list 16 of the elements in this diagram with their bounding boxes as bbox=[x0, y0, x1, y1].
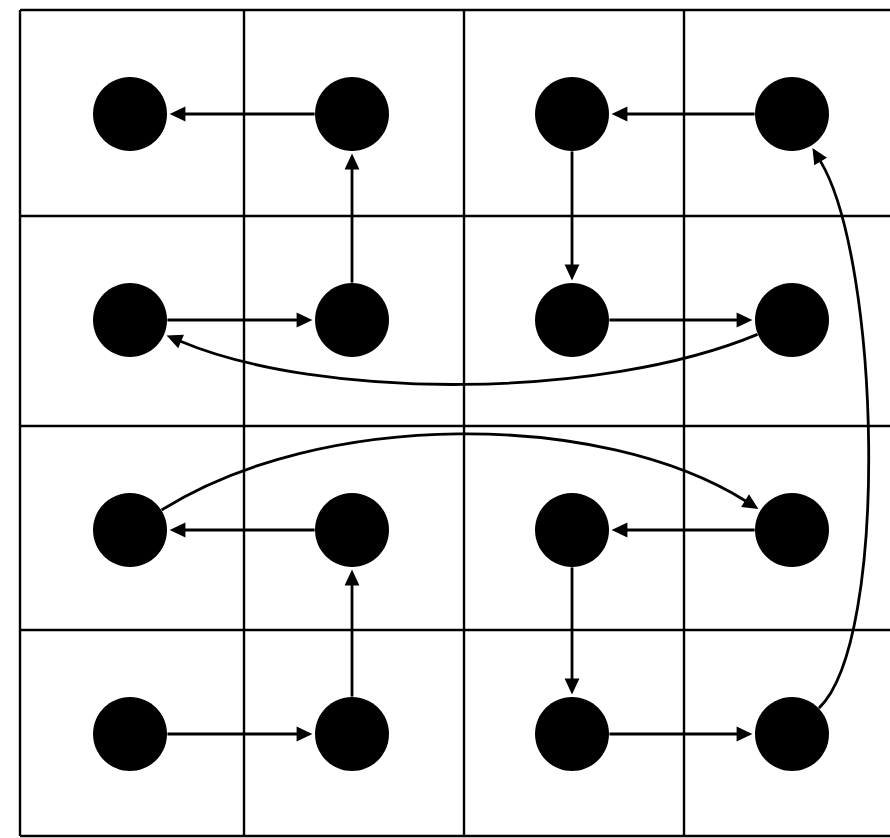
dot bbox=[93, 697, 167, 771]
dot bbox=[315, 77, 389, 151]
dot bbox=[535, 283, 609, 357]
dot bbox=[315, 493, 389, 567]
dot bbox=[535, 697, 609, 771]
dot bbox=[755, 697, 829, 771]
dot bbox=[93, 493, 167, 567]
dot bbox=[755, 493, 829, 567]
dot bbox=[93, 77, 167, 151]
dot bbox=[535, 493, 609, 567]
dot bbox=[315, 697, 389, 771]
dot bbox=[535, 77, 609, 151]
dot bbox=[755, 283, 829, 357]
dot bbox=[93, 283, 167, 357]
dot bbox=[315, 283, 389, 357]
dot bbox=[755, 77, 829, 151]
